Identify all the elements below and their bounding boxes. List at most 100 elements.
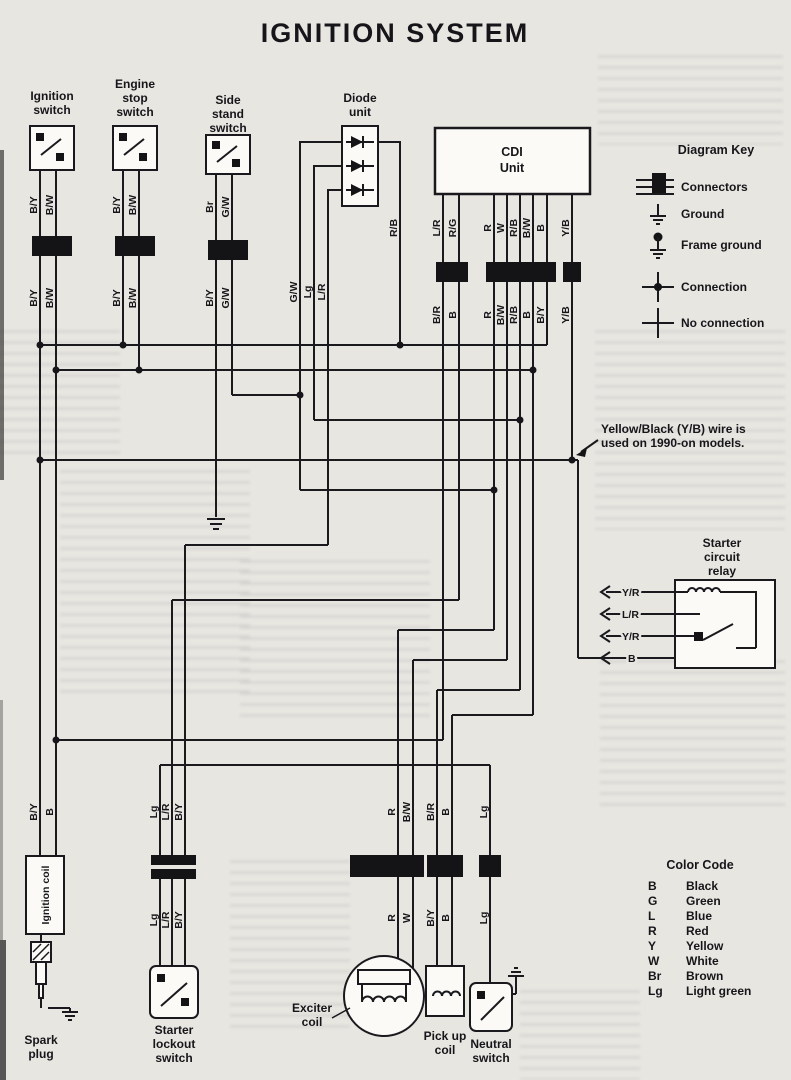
wire-label: G/W: [220, 287, 232, 308]
wire-label: B: [440, 914, 452, 922]
cdi-unit-label: Unit: [500, 161, 525, 175]
wire-label: Lg: [478, 912, 490, 925]
diagram-key-title: Diagram Key: [678, 143, 754, 157]
color-code-name: Light green: [686, 984, 751, 998]
wire-label: L/R: [622, 609, 639, 621]
wire-label: R: [482, 311, 494, 319]
wire-label: R: [386, 914, 398, 922]
wire-label: B: [440, 808, 452, 816]
color-code-abbr: R: [648, 924, 657, 938]
diode-unit-label: Diode: [343, 91, 377, 105]
yb-note-text: Yellow/Black (Y/B) wire is: [601, 422, 746, 436]
color-code-name: Brown: [686, 969, 723, 983]
wire-label: R/B: [508, 219, 520, 238]
side-stand-switch-label: Side: [215, 93, 241, 107]
wire-label: Y/R: [622, 587, 640, 599]
exciter-coil-label: coil: [302, 1015, 323, 1029]
color-code-abbr: W: [648, 954, 660, 968]
connector-blocks: [32, 236, 581, 879]
wire-label: R/B: [388, 219, 400, 238]
wire-network: [39, 141, 675, 983]
color-code-abbr: B: [648, 879, 657, 893]
note-arrow: [576, 439, 599, 457]
color-code-name: Black: [686, 879, 718, 893]
color-code-abbr: Br: [648, 969, 662, 983]
wire-label: B/Y: [425, 909, 437, 927]
wire-label: Y/R: [622, 631, 640, 643]
wire-label: R/B: [508, 306, 520, 325]
frame-ground-key-icon: [650, 232, 666, 259]
wire-label: Lg: [148, 914, 160, 927]
page-title: IGNITION SYSTEM: [261, 18, 530, 48]
yb-note: Yellow/Black (Y/B) wire is used on 1990-…: [576, 422, 746, 457]
color-code-title: Color Code: [666, 858, 733, 872]
wire-label: Y/B: [560, 306, 572, 324]
wire-label: R/G: [447, 219, 459, 238]
wire-label: Y/B: [560, 219, 572, 237]
wire-label: B/Y: [173, 803, 185, 821]
color-code-name: Red: [686, 924, 709, 938]
switch-symbol: [212, 141, 240, 167]
ground-key-icon: [650, 204, 666, 225]
wire-label: B/Y: [204, 289, 216, 307]
cdi-unit: CDI Unit: [433, 126, 592, 196]
connection-key-label: Connection: [681, 280, 747, 294]
switch-symbol: [157, 974, 189, 1007]
connection-key-icon: [642, 272, 674, 302]
starter-lockout-switch: Starter lockout switch: [149, 965, 199, 1065]
coil-symbol: [432, 990, 461, 997]
starter-circuit-relay-label: circuit: [704, 550, 740, 564]
yb-note-text: used on 1990-on models.: [601, 436, 744, 450]
ignition-switch-label: Ignition: [30, 89, 73, 103]
diagram-key: Diagram Key Connectors Ground Frame grou…: [636, 143, 764, 338]
engine-stop-switch-label: switch: [116, 105, 153, 119]
engine-stop-switch: Engine stop switch: [112, 77, 158, 171]
ground-symbols: [207, 518, 524, 995]
connectors-key-icon: [636, 173, 674, 195]
exciter-coil-label: Exciter: [292, 1001, 332, 1015]
wire-label: B/Y: [173, 911, 185, 929]
no-connection-key-label: No connection: [681, 316, 764, 330]
neutral-switch-label: Neutral: [470, 1037, 511, 1051]
wire-label: Br: [204, 201, 216, 213]
neutral-switch: Neutral switch: [469, 982, 513, 1065]
wire-label: L/R: [316, 283, 328, 300]
wire-label: B/R: [431, 306, 443, 325]
ignition-switch: Ignition switch: [29, 89, 75, 171]
spark-plug-label: plug: [28, 1047, 53, 1061]
wire-label: B: [447, 311, 459, 319]
side-stand-switch: Side stand switch: [205, 93, 251, 175]
color-code-name: White: [686, 954, 719, 968]
color-code-abbr: Y: [648, 939, 656, 953]
wire-labels: B/Y B/W B/Y B/W B/Y B/W B/Y B/W Br G/W B…: [28, 195, 572, 929]
wire-label: B/W: [44, 195, 56, 216]
color-code: Color Code B Black G Green L Blue R Red …: [648, 858, 751, 998]
junction-dots: [36, 341, 576, 744]
starter-lockout-switch-label: Starter: [155, 1023, 194, 1037]
relay-connector-chevrons: [599, 585, 611, 665]
switch-symbol: [477, 991, 505, 1021]
wire-label: B/W: [44, 288, 56, 309]
ground-key-label: Ground: [681, 207, 724, 221]
diode-symbols: [346, 136, 374, 196]
starter-circuit-relay: Starter circuit relay Y/R: [599, 536, 776, 669]
wire-label: B/Y: [535, 306, 547, 324]
wire-label: G/W: [220, 196, 232, 217]
no-connection-key-icon: [642, 308, 674, 338]
color-code-abbr: Lg: [648, 984, 663, 998]
starter-circuit-relay-label: Starter: [703, 536, 742, 550]
connectors-key-label: Connectors: [681, 180, 748, 194]
wire-label: B/Y: [28, 289, 40, 307]
spark-plug-label: Spark: [24, 1033, 58, 1047]
color-code-name: Yellow: [686, 939, 724, 953]
wire-label: R: [386, 808, 398, 816]
wire-label: L/R: [431, 219, 443, 236]
starter-lockout-switch-label: switch: [155, 1051, 192, 1065]
wire-label: W: [495, 223, 507, 233]
wire-label: B/R: [425, 803, 437, 822]
pickup-coil-label: Pick up: [424, 1029, 467, 1043]
coil-symbol: [357, 969, 411, 1003]
ignition-coil-label: Ignition coil: [40, 865, 52, 924]
